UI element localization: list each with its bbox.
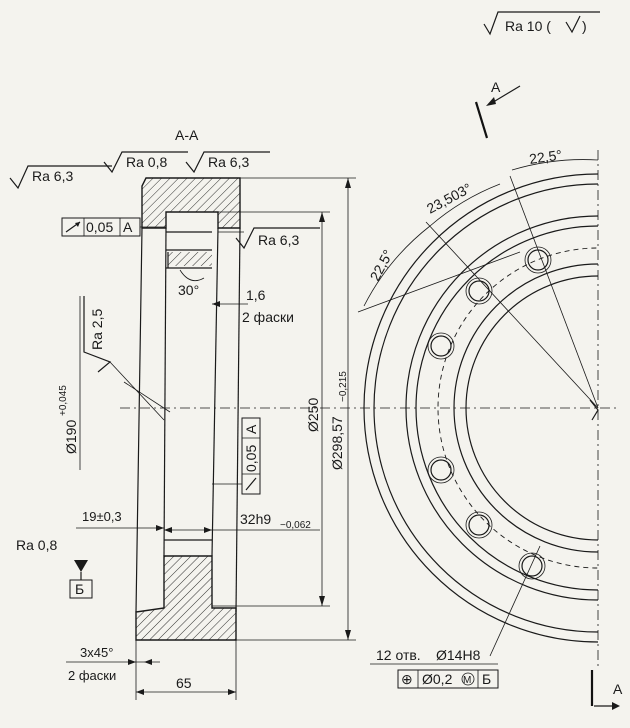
section-mark-bottom: А (590, 670, 623, 710)
svg-text:Ø0,2: Ø0,2 (422, 671, 453, 687)
svg-text:1,6: 1,6 (246, 287, 266, 303)
svg-text:19±0,3: 19±0,3 (82, 509, 122, 524)
svg-text:2 фаски: 2 фаски (242, 309, 294, 325)
runout-frame-side: 0,05 А (212, 417, 261, 495)
datum-face-roughness: Ra 0,8 (16, 537, 57, 553)
center-diameter-label: Ø250 (305, 398, 321, 432)
svg-text:3x45°: 3x45° (80, 645, 113, 660)
datum-b-label: Б (75, 581, 84, 597)
bolt-holes (427, 246, 552, 580)
svg-text:0,05: 0,05 (86, 219, 113, 235)
chamfer-dimension: 30° 1,6 2 фаски (178, 269, 294, 325)
outer-diameter-dimensions: Ø250 Ø298,57 −0,215 (212, 177, 356, 641)
svg-text:Ra 6,3: Ra 6,3 (32, 168, 73, 184)
datum-triangle-icon (74, 560, 88, 572)
section-view (120, 177, 620, 641)
hole-count: 12 отв. (376, 647, 421, 663)
general-roughness-label: Ra 10 ( (505, 18, 551, 34)
roughness-left-outer: Ra 6,3 (9, 165, 112, 190)
hub-bottom-section (135, 555, 237, 641)
runout-arrow-icon-side (245, 477, 257, 491)
datum-b-block: Ra 0,8 Б (16, 537, 93, 599)
angle-label-1: 22,5° (528, 147, 563, 167)
svg-text:Ra 6,3: Ra 6,3 (208, 154, 249, 170)
roughness-bore: Ra 6,3 (218, 227, 320, 250)
outer-diameter-label: Ø298,57 (329, 416, 345, 470)
section-letter-bottom: А (613, 681, 623, 697)
general-roughness-close: ) (582, 18, 587, 34)
hub-top-section (141, 177, 241, 229)
runout-frame-top: 0,05 А (61, 217, 166, 237)
svg-text:−0,062: −0,062 (280, 520, 311, 531)
svg-text:32h9: 32h9 (240, 511, 271, 527)
width-dimensions: 19±0,3 32h9 −0,062 65 3x45° 2 фаски (66, 509, 320, 700)
svg-text:А: А (243, 424, 259, 434)
section-title: А-А (175, 127, 199, 143)
svg-text:0,05: 0,05 (243, 445, 259, 472)
general-roughness-note: Ra 10 ( ) (483, 11, 600, 36)
svg-text:2 фаски: 2 фаски (68, 668, 116, 683)
bore-diameter-dimension: Ø190 +0,045 (58, 296, 81, 470)
roughness-bore-side: Ra 2,5 (83, 296, 171, 421)
position-icon: ⊕ (401, 671, 413, 687)
svg-text:Ø190: Ø190 (63, 420, 79, 454)
svg-text:Ra 2,5: Ra 2,5 (89, 309, 105, 350)
svg-text:65: 65 (176, 675, 192, 691)
svg-text:М: М (463, 675, 471, 686)
position-tolerance-frame (397, 669, 499, 689)
svg-text:Б: Б (482, 671, 491, 687)
svg-text:А: А (123, 219, 133, 235)
svg-text:30°: 30° (178, 282, 199, 298)
section-mark-top: А (474, 79, 521, 139)
hole-note: 12 отв. Ø14H8 ⊕ Ø0,2 М Б (376, 647, 499, 689)
roughness-check-icon (565, 15, 581, 34)
svg-text:−0,215: −0,215 (338, 371, 349, 402)
svg-text:Ra 0,8: Ra 0,8 (126, 154, 167, 170)
roughness-right-top: Ra 6,3 (185, 151, 270, 174)
svg-text:Ra 6,3: Ra 6,3 (258, 232, 299, 248)
roughness-top-face: Ra 0,8 (103, 151, 188, 174)
hole-size: Ø14H8 (436, 647, 481, 663)
section-letter-top: А (491, 79, 501, 95)
angle-label-3: 22,5° (367, 247, 397, 284)
svg-text:+0,045: +0,045 (58, 385, 69, 416)
